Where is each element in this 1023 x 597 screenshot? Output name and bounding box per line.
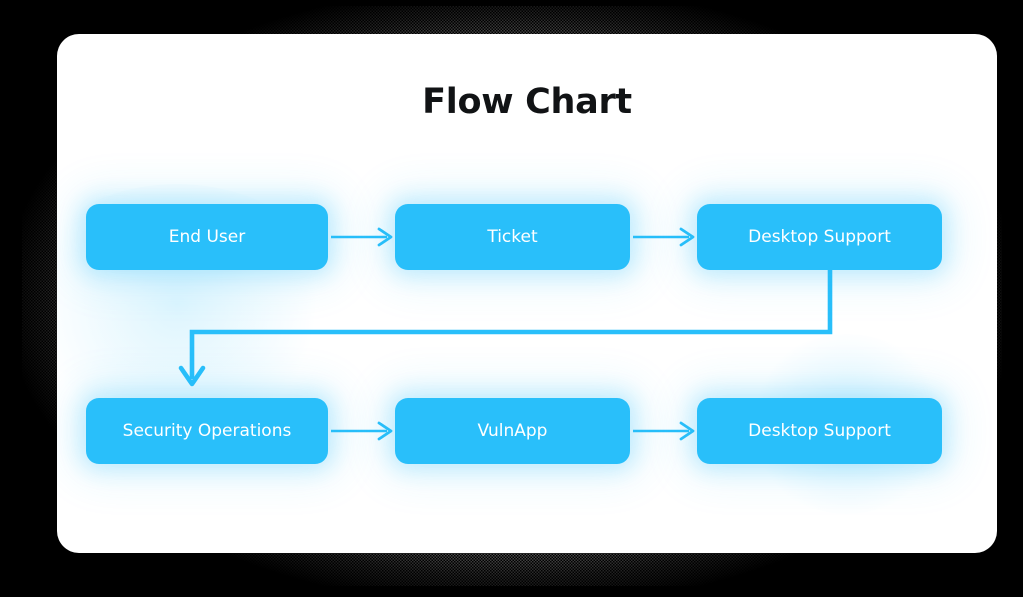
edge-ticket-to-desktop-support <box>633 227 695 247</box>
flow-node-end-user[interactable]: End User <box>86 204 328 270</box>
flow-node-vulnapp[interactable]: VulnApp <box>395 398 630 464</box>
flow-chart-card: Flow Chart <box>57 34 997 553</box>
edge-end-user-to-ticket <box>331 227 393 247</box>
arrow-down-icon <box>178 365 206 387</box>
arrow-right-icon <box>679 227 695 247</box>
arrow-right-icon <box>377 227 393 247</box>
page-title: Flow Chart <box>422 82 632 122</box>
flow-node-desktop-support-2[interactable]: Desktop Support <box>697 398 942 464</box>
edge-vulnapp-to-desktop-support <box>633 421 695 441</box>
flow-node-desktop-support-1[interactable]: Desktop Support <box>697 204 942 270</box>
edge-desktop-support-to-security-operations <box>178 270 833 387</box>
arrow-right-icon <box>679 421 695 441</box>
edge-security-operations-to-vulnapp <box>331 421 393 441</box>
flow-node-ticket[interactable]: Ticket <box>395 204 630 270</box>
arrow-right-icon <box>377 421 393 441</box>
flow-node-security-operations[interactable]: Security Operations <box>86 398 328 464</box>
